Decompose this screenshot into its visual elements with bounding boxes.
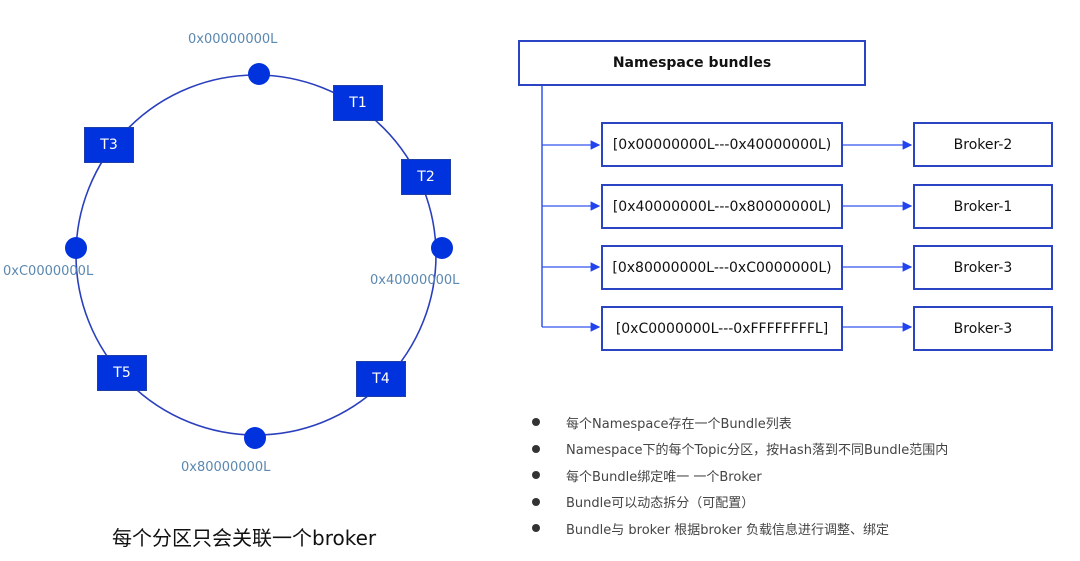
bullet-icon [532,524,540,533]
hash-label-top: 0x00000000L [188,32,278,47]
note-text: Bundle与 broker 根据broker 负载信息进行调整、绑定 [566,522,890,538]
note-item: Bundle与 broker 根据broker 负载信息进行调整、绑定 [532,515,948,542]
hash-label-bottom: 0x80000000L [181,460,271,475]
bullet-icon [532,471,540,480]
note-text: Namespace下的每个Topic分区，按Hash落到不同Bundle范围内 [566,443,949,459]
topic-t1: T1 [333,85,383,121]
bundle-range-4: [0xC0000000L---0xFFFFFFFFL] [601,306,843,351]
note-item: Bundle可以动态拆分（可配置） [532,489,948,516]
broker-box-1: Broker-2 [913,122,1053,167]
topic-t5: T5 [97,355,147,391]
hash-node-0x40000000 [431,237,453,259]
broker-box-2: Broker-1 [913,184,1053,229]
topic-t3: T3 [84,127,134,163]
bullet-icon [532,418,540,427]
broker-box-3: Broker-3 [913,245,1053,290]
hash-node-0x00000000 [248,63,270,85]
hash-label-right: 0x40000000L [370,273,460,288]
notes-list: 每个Namespace存在一个Bundle列表 Namespace下的每个Top… [532,409,948,542]
bullet-icon [532,497,540,506]
hash-ring [65,63,453,449]
ring-caption: 每个分区只会关联一个broker [112,526,377,550]
note-text: Bundle可以动态拆分（可配置） [566,496,755,512]
topic-t2: T2 [401,159,451,195]
note-text: 每个Namespace存在一个Bundle列表 [566,416,792,432]
namespace-bundles-box: Namespace bundles [518,40,866,86]
bullet-icon [532,444,540,453]
hash-node-0xC0000000 [65,237,87,259]
note-item: 每个Namespace存在一个Bundle列表 [532,409,948,436]
note-text: 每个Bundle绑定唯一 一个Broker [566,469,762,485]
bundle-range-1: [0x00000000L---0x40000000L) [601,122,843,167]
hash-node-0x80000000 [244,427,266,449]
note-item: 每个Bundle绑定唯一 一个Broker [532,462,948,489]
bundle-range-3: [0x80000000L---0xC0000000L) [601,245,843,290]
note-item: Namespace下的每个Topic分区，按Hash落到不同Bundle范围内 [532,436,948,463]
broker-box-4: Broker-3 [913,306,1053,351]
bundle-range-2: [0x40000000L---0x80000000L) [601,184,843,229]
hash-label-left: 0xC0000000L [3,264,94,279]
topic-t4: T4 [356,361,406,397]
